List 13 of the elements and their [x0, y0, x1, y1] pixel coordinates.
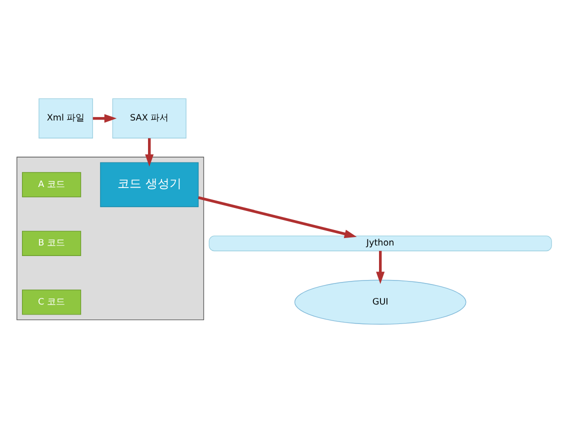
arrow [145, 138, 154, 166]
node-box: C 코드 [22, 289, 82, 314]
arrow [92, 114, 117, 122]
arrow [198, 196, 357, 238]
node-box: SAX 파서 [112, 98, 186, 138]
node-box: A 코드 [22, 172, 82, 197]
node-ellipse: GUI [294, 279, 466, 324]
arrow [376, 250, 385, 284]
node-box: 코드 생성기 [100, 162, 199, 207]
node-box: Jython [208, 235, 552, 251]
cluster [16, 156, 204, 320]
node-box: B 코드 [22, 230, 82, 256]
node-box: Xml 파일 [38, 98, 93, 138]
